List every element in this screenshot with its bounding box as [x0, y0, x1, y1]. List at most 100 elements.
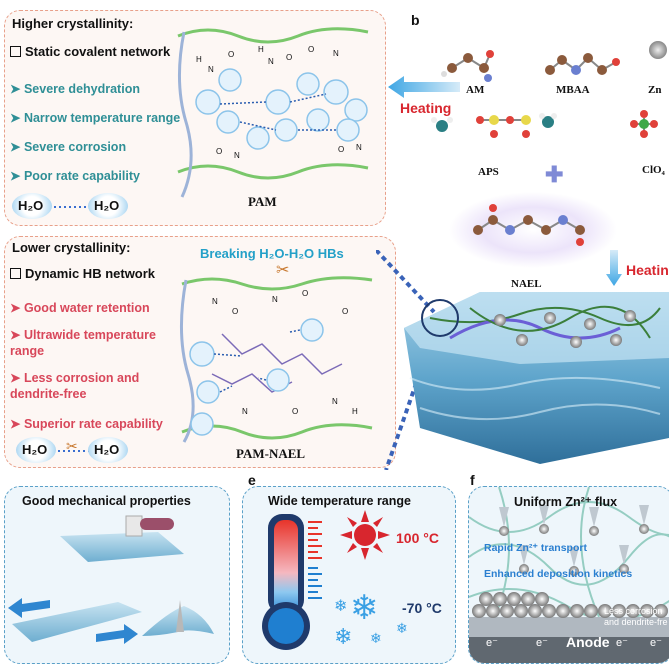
svg-text:O: O: [292, 407, 298, 416]
molecule-clo4: ClO₄: [642, 164, 665, 176]
pam-nael-h2o-left: H₂O: [22, 442, 48, 457]
chevron-right-icon: ➤: [10, 371, 24, 385]
electron-label: e⁻: [650, 637, 662, 649]
heating-arrow-down-icon: [606, 250, 622, 286]
breaking-hb-label: Breaking H₂O-H₂O HBs: [200, 246, 344, 261]
pam-nael-h2o-right: H₂O: [94, 442, 120, 457]
chevron-right-icon: ➤: [10, 140, 24, 154]
nael-molecule: [449, 192, 617, 268]
svg-text:O: O: [216, 147, 222, 156]
snowflake-icon: ❄: [334, 598, 348, 615]
pam-title: Higher crystallinity:: [12, 16, 134, 31]
pam-nael-item-3-text: Less corrosion and dendrite-free: [10, 371, 140, 401]
nael-label: NAEL: [511, 278, 542, 290]
molecule-zn: Zn: [648, 84, 662, 96]
pam-nael-label: PAM-NAEL: [236, 446, 306, 461]
chevron-right-icon: ➤: [10, 417, 24, 431]
water-halo: [88, 437, 128, 463]
electron-label: e⁻: [616, 637, 628, 649]
svg-text:N: N: [212, 297, 218, 306]
panel-e-letter: e: [248, 472, 256, 488]
water-halo: [88, 193, 128, 219]
kinetics-label: Enhanced deposition kinetics: [484, 568, 633, 580]
pam-nael-item-4-text: Superior rate capability: [23, 417, 163, 431]
svg-text:N: N: [272, 295, 278, 304]
molecule-am: AM: [466, 84, 485, 96]
svg-text:O: O: [286, 53, 292, 62]
zn-flux-panel: [468, 486, 669, 664]
electron-label: e⁻: [486, 637, 498, 649]
sun-icon: [340, 510, 390, 560]
pam-label: PAM: [248, 194, 277, 209]
svg-text:H: H: [258, 45, 264, 54]
svg-text:O: O: [342, 307, 348, 316]
scissors-icon: ✂: [276, 262, 290, 279]
snowflake-icon: ❄: [334, 624, 353, 649]
pam-nael-item-3: ➤ Less corrosion and dendrite-free: [10, 370, 170, 402]
checkbox-icon: [10, 46, 21, 57]
pam-item-4: ➤ Poor rate capability: [10, 168, 140, 183]
panel-d-title: Good mechanical properties: [22, 494, 191, 508]
panel-f-title: Uniform Zn²⁺ flux: [514, 495, 618, 509]
molecule-structures: [431, 41, 667, 138]
panel-b-letter: b: [411, 12, 420, 28]
hot-temperature: 100 °C: [396, 530, 439, 546]
panel-e-title: Wide temperature range: [268, 494, 411, 508]
svg-text:N: N: [268, 57, 274, 66]
snowflake-icon: ❄: [350, 589, 379, 627]
svg-text:H: H: [196, 55, 202, 64]
zn-deposition-illustration: [469, 487, 669, 663]
transport-label: Rapid Zn²⁺ transport: [484, 542, 587, 554]
static-bond-dots: [54, 206, 92, 208]
pam-nael-title: Lower crystallinity:: [12, 240, 131, 255]
cold-temperature: -70 °C: [402, 600, 442, 616]
water-halo: [12, 193, 52, 219]
svg-text:N: N: [242, 407, 248, 416]
checkbox-icon: [10, 268, 21, 279]
pam-nael-item-2-text: Ultrawide temperature range: [10, 328, 156, 358]
less-corrosion-label: Less corrosion: [604, 606, 663, 616]
svg-text:N: N: [234, 151, 240, 160]
pam-nael-item-1: ➤ Good water retention: [10, 300, 150, 315]
scissors-icon: ✂: [66, 438, 78, 454]
pam-nael-item-4: ➤ Superior rate capability: [10, 416, 163, 431]
svg-text:N: N: [333, 49, 339, 58]
pam-item-4-text: Poor rate capability: [23, 169, 140, 183]
molecule-aps: APS: [478, 166, 499, 178]
svg-text:N: N: [332, 397, 338, 406]
heating-label-left: Heating: [400, 100, 452, 116]
plus-icon: ✚: [545, 162, 564, 187]
hydrogel-block: [404, 292, 669, 464]
dendrite-free-label: and dendrite-fre: [604, 617, 668, 627]
svg-text:O: O: [308, 45, 314, 54]
anode-label: Anode: [566, 634, 610, 650]
zoom-connector: [376, 250, 436, 470]
pam-nael-item-2: ➤ Ultrawide temperature range: [10, 327, 175, 359]
broken-bond-dots: [58, 450, 90, 452]
svg-text:N: N: [356, 143, 362, 152]
gel-stretch-illustration: [8, 515, 214, 644]
pam-item-1-text: Severe dehydration: [23, 82, 140, 96]
pam-item-1: ➤ Severe dehydration: [10, 81, 140, 96]
heating-label-right: Heatin: [626, 262, 669, 278]
svg-text:O: O: [232, 307, 238, 316]
snowflake-icon: ❄: [370, 630, 382, 646]
pam-network-text: Static covalent network: [25, 44, 171, 59]
pam-item-2-text: Narrow temperature range: [23, 111, 181, 125]
pam-nael-network-text: Dynamic HB network: [25, 266, 156, 281]
chevron-right-icon: ➤: [10, 301, 24, 315]
chevron-right-icon: ➤: [10, 111, 24, 125]
pam-network-label: Static covalent network: [10, 44, 170, 59]
chevron-right-icon: ➤: [10, 328, 24, 342]
pam-h2o-right: H₂O: [94, 198, 120, 213]
thermometer-icon: [262, 514, 322, 650]
pam-nael-network-diagram: NON OON HON: [180, 276, 373, 443]
pam-item-2: ➤ Narrow temperature range: [10, 110, 180, 125]
pam-nael-item-1-text: Good water retention: [23, 301, 150, 315]
pam-item-3: ➤ Severe corrosion: [10, 139, 126, 154]
pam-nael-network-label: Dynamic HB network: [10, 266, 155, 281]
chevron-right-icon: ➤: [10, 82, 24, 96]
water-halo: [16, 437, 56, 463]
svg-text:O: O: [228, 50, 234, 59]
